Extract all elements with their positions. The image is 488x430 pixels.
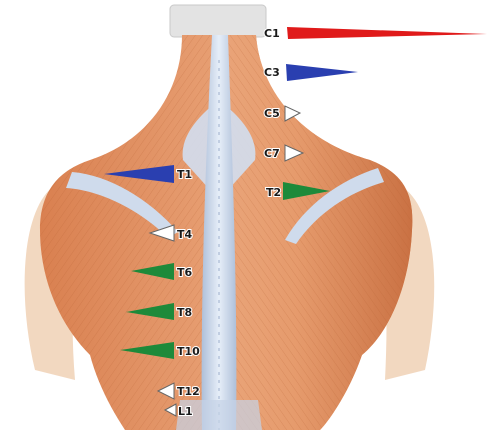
marker-l1-label: L1 xyxy=(178,405,193,418)
marker-t8-label: T8 xyxy=(177,306,192,319)
marker-c3: C3 xyxy=(264,64,358,81)
marker-c1-label: C1 xyxy=(264,27,280,40)
marker-t1-label: T1 xyxy=(177,168,192,181)
neck-collar xyxy=(170,5,266,37)
marker-c1: C1 xyxy=(264,27,487,40)
marker-t12-label: T12 xyxy=(177,385,200,398)
marker-c5-label: C5 xyxy=(264,107,280,120)
marker-t10-label: T10 xyxy=(177,345,200,358)
marker-t6-label: T6 xyxy=(177,266,193,279)
marker-c3-label: C3 xyxy=(264,66,280,79)
marker-t4-label: T4 xyxy=(177,228,193,241)
marker-c3-arrow xyxy=(286,64,358,81)
marker-c1-arrow xyxy=(287,27,487,39)
marker-t2-label: T2 xyxy=(266,186,281,199)
marker-c7-label: C7 xyxy=(264,147,280,160)
muscle-fibers-right xyxy=(219,35,412,430)
